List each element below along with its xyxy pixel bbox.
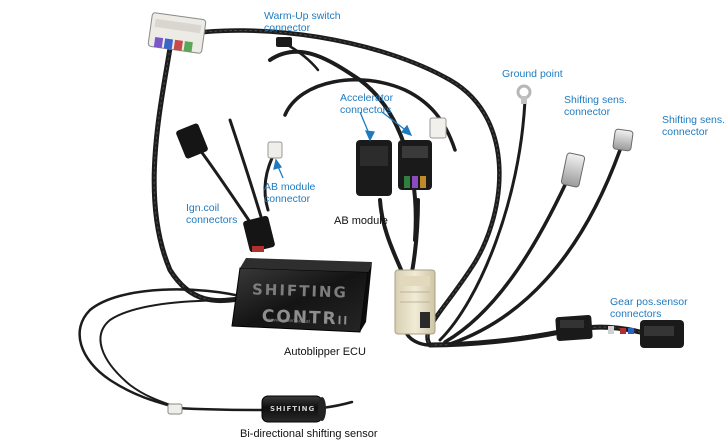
shifting-sensor-connector-2: [612, 128, 634, 152]
ab-module: [394, 269, 436, 335]
label-gear-pos-sensor: Gear pos.sensor connectors: [610, 296, 688, 320]
accelerator-callout-arrows: [359, 111, 413, 142]
ecu-brand-text: SHIFTING: [251, 280, 349, 302]
label-shifting-sens-2: Shifting sens. connector: [662, 114, 726, 138]
label-autoblipper-ecu: Autoblipper ECU: [284, 346, 366, 358]
warmup-switch-connector: [276, 37, 292, 47]
sensor-brand-text: SHIFTING: [270, 405, 316, 413]
label-shifting-sens-1: Shifting sens. connector: [564, 94, 628, 118]
label-warmup-switch: Warm-Up switch connector: [264, 10, 341, 34]
label-accelerator-connectors: Accelerator connectors: [340, 92, 394, 116]
ecu-model-suffix: ll: [337, 314, 350, 328]
autoblipper-ecu: [231, 258, 372, 333]
label-ab-module-connector: AB module connector: [264, 181, 316, 205]
label-bidirectional-sensor: Bi-directional shifting sensor: [240, 428, 378, 440]
label-ign-coil: Ign.coil connectors: [186, 202, 238, 226]
accelerator-connectors: [356, 117, 447, 196]
label-ground-point: Ground point: [502, 68, 563, 80]
ab-module-connector: [267, 141, 283, 159]
label-ab-module: AB module: [334, 215, 388, 227]
gear-pos-sensor-connectors: [555, 314, 684, 348]
ground-point-ring: [516, 84, 532, 104]
main-harness-plug: [147, 12, 207, 54]
ab-module-connector-arrow: [273, 158, 284, 179]
shifting-sensor-connector-1: [560, 152, 586, 188]
bidirectional-shifting-sensor: [167, 395, 326, 423]
ign-coil-connectors: [176, 123, 275, 253]
